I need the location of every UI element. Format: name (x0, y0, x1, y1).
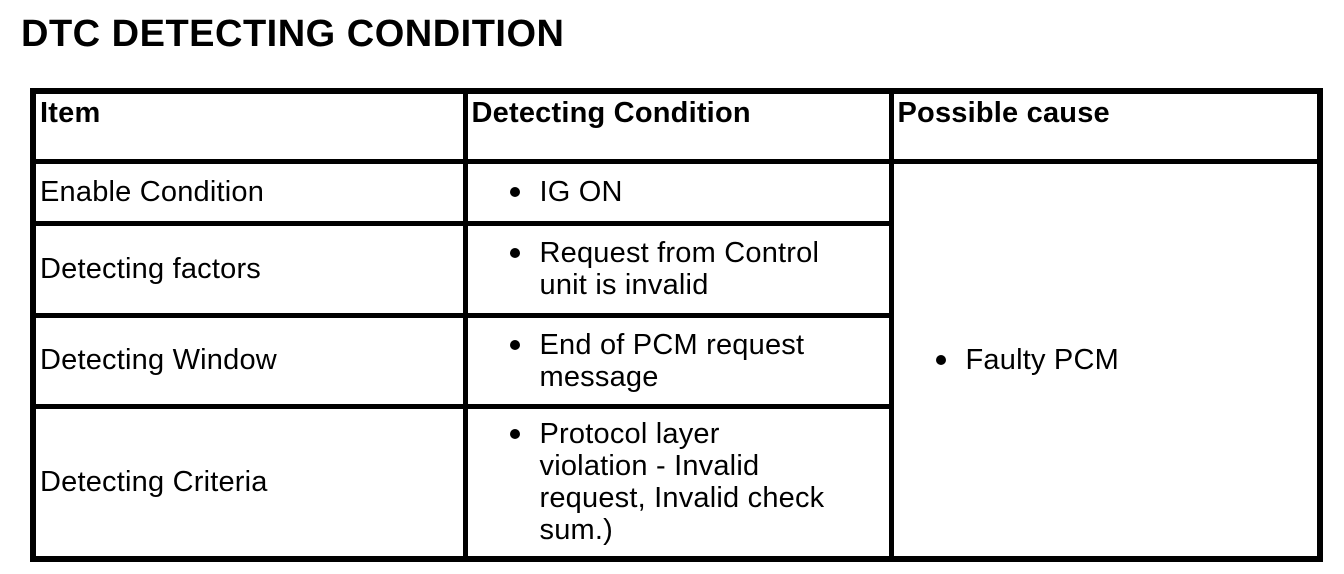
bullet-icon (509, 339, 520, 350)
table-row: Enable Condition IG ON Faulty PCM (30, 158, 1323, 562)
column-header-detecting-condition: Detecting Condition (462, 88, 894, 164)
bullet-icon (935, 354, 946, 365)
column-header-item: Item (30, 88, 468, 164)
table-row: Detecting Window End of PCM request mess… (30, 312, 1320, 409)
page-title: DTC DETECTING CONDITION (21, 13, 565, 55)
item-cell-detecting-window: Detecting Window (30, 312, 468, 409)
condition-text: IG ON (539, 176, 623, 208)
bullet-icon (509, 429, 520, 440)
item-cell-detecting-factors: Detecting factors (30, 220, 468, 318)
dtc-detecting-condition-table: Item Detecting Condition Possible cause … (30, 88, 1323, 562)
bullet-list-item: Request from Control unit is invalid (470, 237, 886, 301)
bullet-list-item: End of PCM request message (470, 328, 886, 393)
bullet-icon (509, 187, 520, 197)
column-header-possible-cause: Possible cause (888, 88, 1323, 164)
table-header-row: Item Detecting Condition Possible cause (30, 88, 1323, 164)
condition-cell: Request from Control unit is invalid (462, 220, 894, 318)
table-row: Detecting Criteria Protocol layer violat… (30, 403, 1320, 562)
possible-cause-cell: Faulty PCM (888, 158, 1323, 562)
condition-cell: Protocol layer violation - Invalid reque… (462, 403, 894, 562)
condition-text: End of PCM request message (539, 328, 805, 393)
table-row: Detecting factors Request from Control u… (30, 220, 1320, 318)
item-cell-detecting-criteria: Detecting Criteria (30, 403, 468, 562)
bullet-list-item: Faulty PCM (896, 343, 1315, 376)
condition-text: Request from Control unit is invalid (539, 237, 820, 301)
bullet-list-item: IG ON (470, 176, 886, 208)
possible-cause-text: Faulty PCM (965, 343, 1119, 376)
condition-cell: IG ON (462, 158, 894, 226)
bullet-list-item: Protocol layer violation - Invalid reque… (470, 418, 886, 547)
condition-text: Protocol layer violation - Invalid reque… (539, 418, 825, 547)
condition-cell: End of PCM request message (462, 312, 894, 409)
item-cell-enable-condition: Enable Condition (30, 158, 468, 226)
bullet-icon (509, 248, 520, 258)
